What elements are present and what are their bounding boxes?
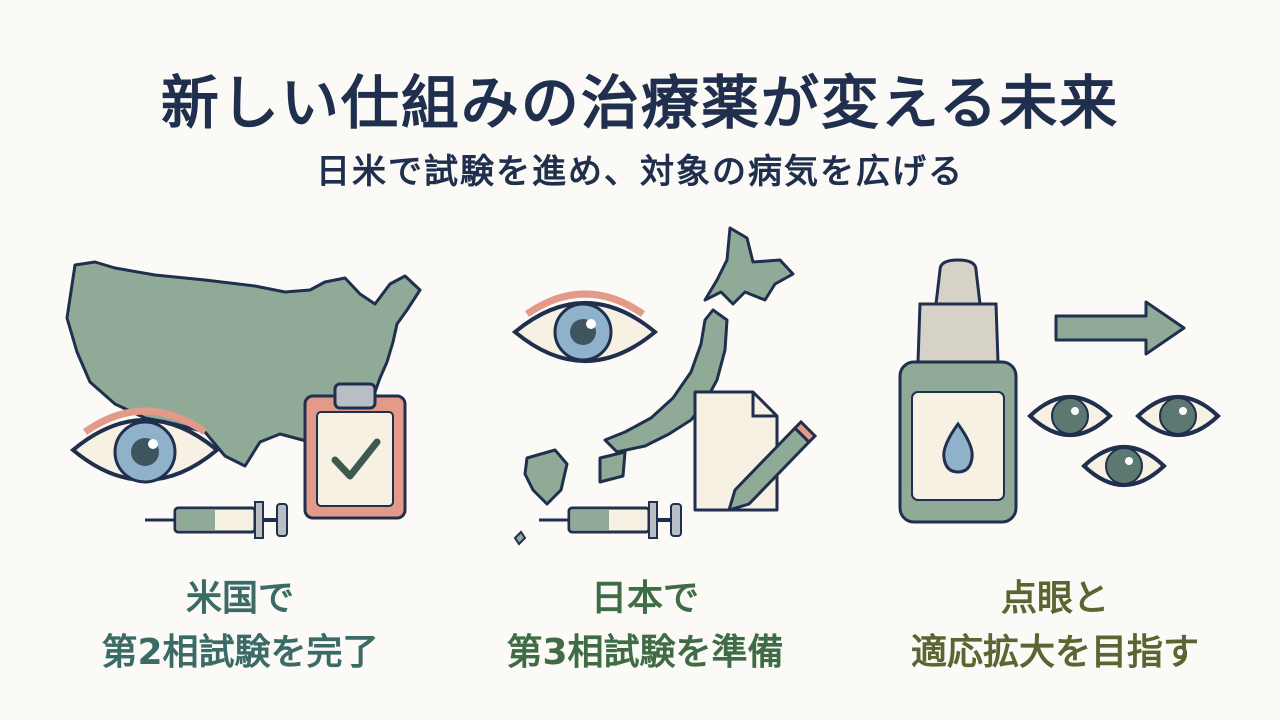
clipboard-check-icon: [303, 382, 407, 520]
step-caption-line: 点眼と: [1000, 578, 1109, 619]
step-caption-japan: 日本で 第3相試験を準備: [445, 572, 845, 680]
step-caption-line: 適応拡大を目指す: [910, 632, 1199, 673]
japan-map-icon: [513, 226, 795, 546]
step-caption-line: 日本で: [590, 578, 699, 619]
panel-usa: [55, 220, 435, 560]
page-subtitle: 日米で試験を進め、対象の病気を広げる: [316, 152, 964, 192]
page-title: 新しい仕組みの治療薬が変える未来: [160, 69, 1120, 137]
arrow-right-icon: [1054, 300, 1186, 356]
step-caption-line: 第2相試験を完了: [101, 632, 379, 673]
step-caption-line: 第3相試験を準備: [506, 632, 784, 673]
step-caption-line: 米国で: [185, 578, 294, 619]
syringe-icon: [145, 501, 288, 539]
eye-drop-bottle-icon: [898, 258, 1018, 524]
eye-icon: [69, 407, 221, 484]
step-caption-us: 米国で 第2相試験を完了: [40, 572, 440, 680]
multiple-eyes-icon: [1027, 395, 1221, 487]
eye-icon: [511, 290, 659, 363]
document-pen-icon: [693, 390, 818, 512]
step-caption-future: 点眼と 適応拡大を目指す: [855, 572, 1255, 680]
panel-japan: [455, 220, 835, 560]
panel-eyedrops: [870, 220, 1250, 560]
syringe-icon: [539, 501, 682, 539]
